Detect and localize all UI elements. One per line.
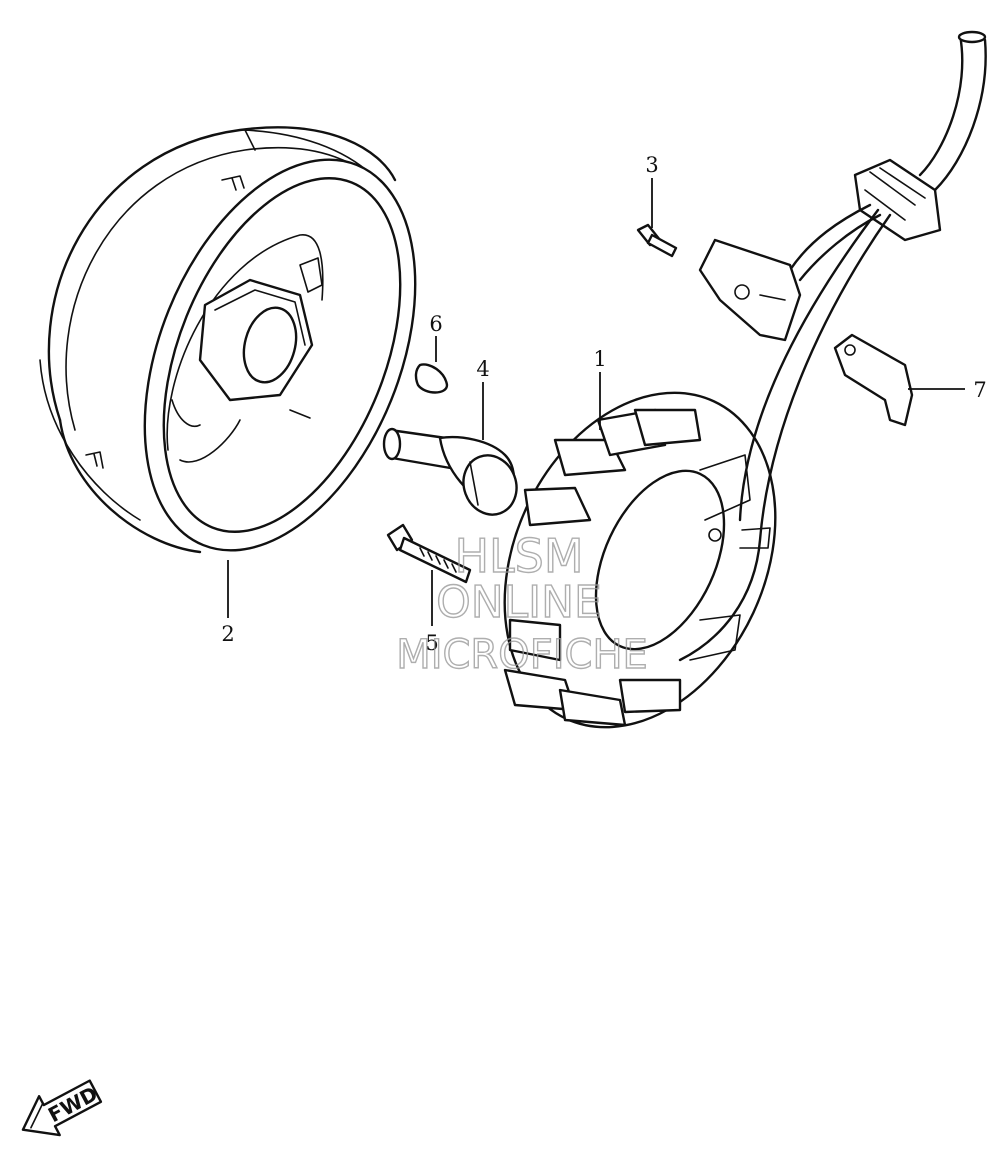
callout-1: 1 <box>593 347 606 371</box>
rotor-flywheel[interactable] <box>39 120 468 590</box>
fwd-direction-arrow: FWD <box>21 1079 103 1137</box>
wire-clamp[interactable] <box>833 333 914 427</box>
watermark-line-1: HLSM <box>454 529 583 583</box>
callout-5: 5 <box>425 631 438 655</box>
stator-screw[interactable] <box>386 523 472 584</box>
watermark-line-2: ONLINE <box>436 577 602 628</box>
rotor-bolt[interactable] <box>382 427 525 522</box>
pickup-and-wiring-harness[interactable] <box>636 30 987 662</box>
callout-2: 2 <box>221 622 234 646</box>
woodruff-key[interactable] <box>414 363 449 394</box>
callout-6: 6 <box>429 312 442 336</box>
leader-lines <box>227 178 965 626</box>
callout-3: 3 <box>645 153 658 177</box>
watermark-line-3: MICROFICHE <box>396 632 648 678</box>
callout-7: 7 <box>973 378 986 402</box>
callout-4: 4 <box>476 357 489 381</box>
callout-labels: 1 2 3 4 5 6 7 <box>221 153 986 655</box>
watermark: HLSM ONLINE MICROFICHE <box>395 528 648 678</box>
